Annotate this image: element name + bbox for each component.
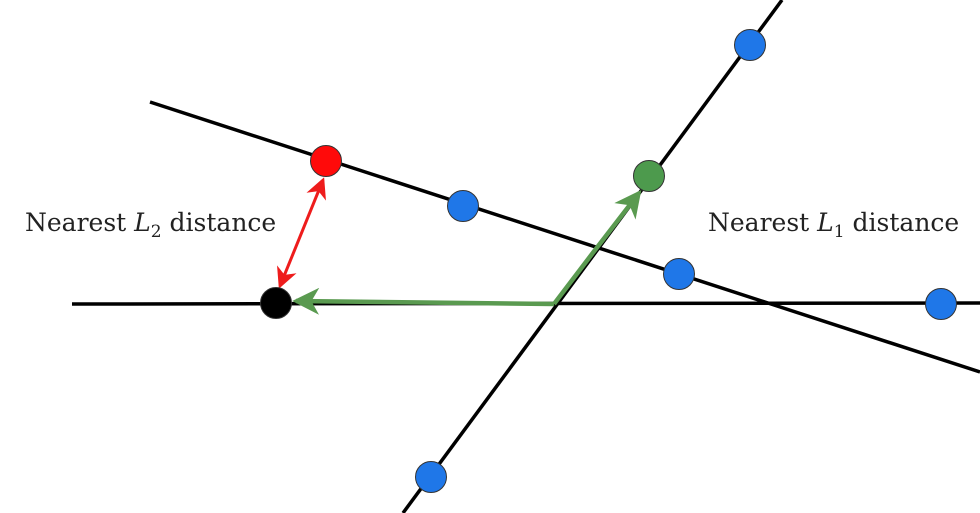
l2-distance-label: Nearest L2 distance: [25, 208, 276, 242]
green-point: [633, 160, 665, 192]
descending-line: [149, 100, 980, 374]
blue-point: [734, 29, 766, 61]
l1-distance-arrow-to-green: [552, 189, 642, 306]
blue-point: [415, 461, 447, 493]
l2-distance-arrow: [277, 177, 326, 289]
l1-distance-arrow-to-black: [292, 287, 555, 315]
blue-point: [925, 288, 957, 320]
l1-distance-label: Nearest L1 distance: [708, 208, 959, 242]
blue-point: [663, 258, 695, 290]
red-point: [310, 145, 342, 177]
blue-point: [447, 190, 479, 222]
black-point: [260, 287, 292, 319]
